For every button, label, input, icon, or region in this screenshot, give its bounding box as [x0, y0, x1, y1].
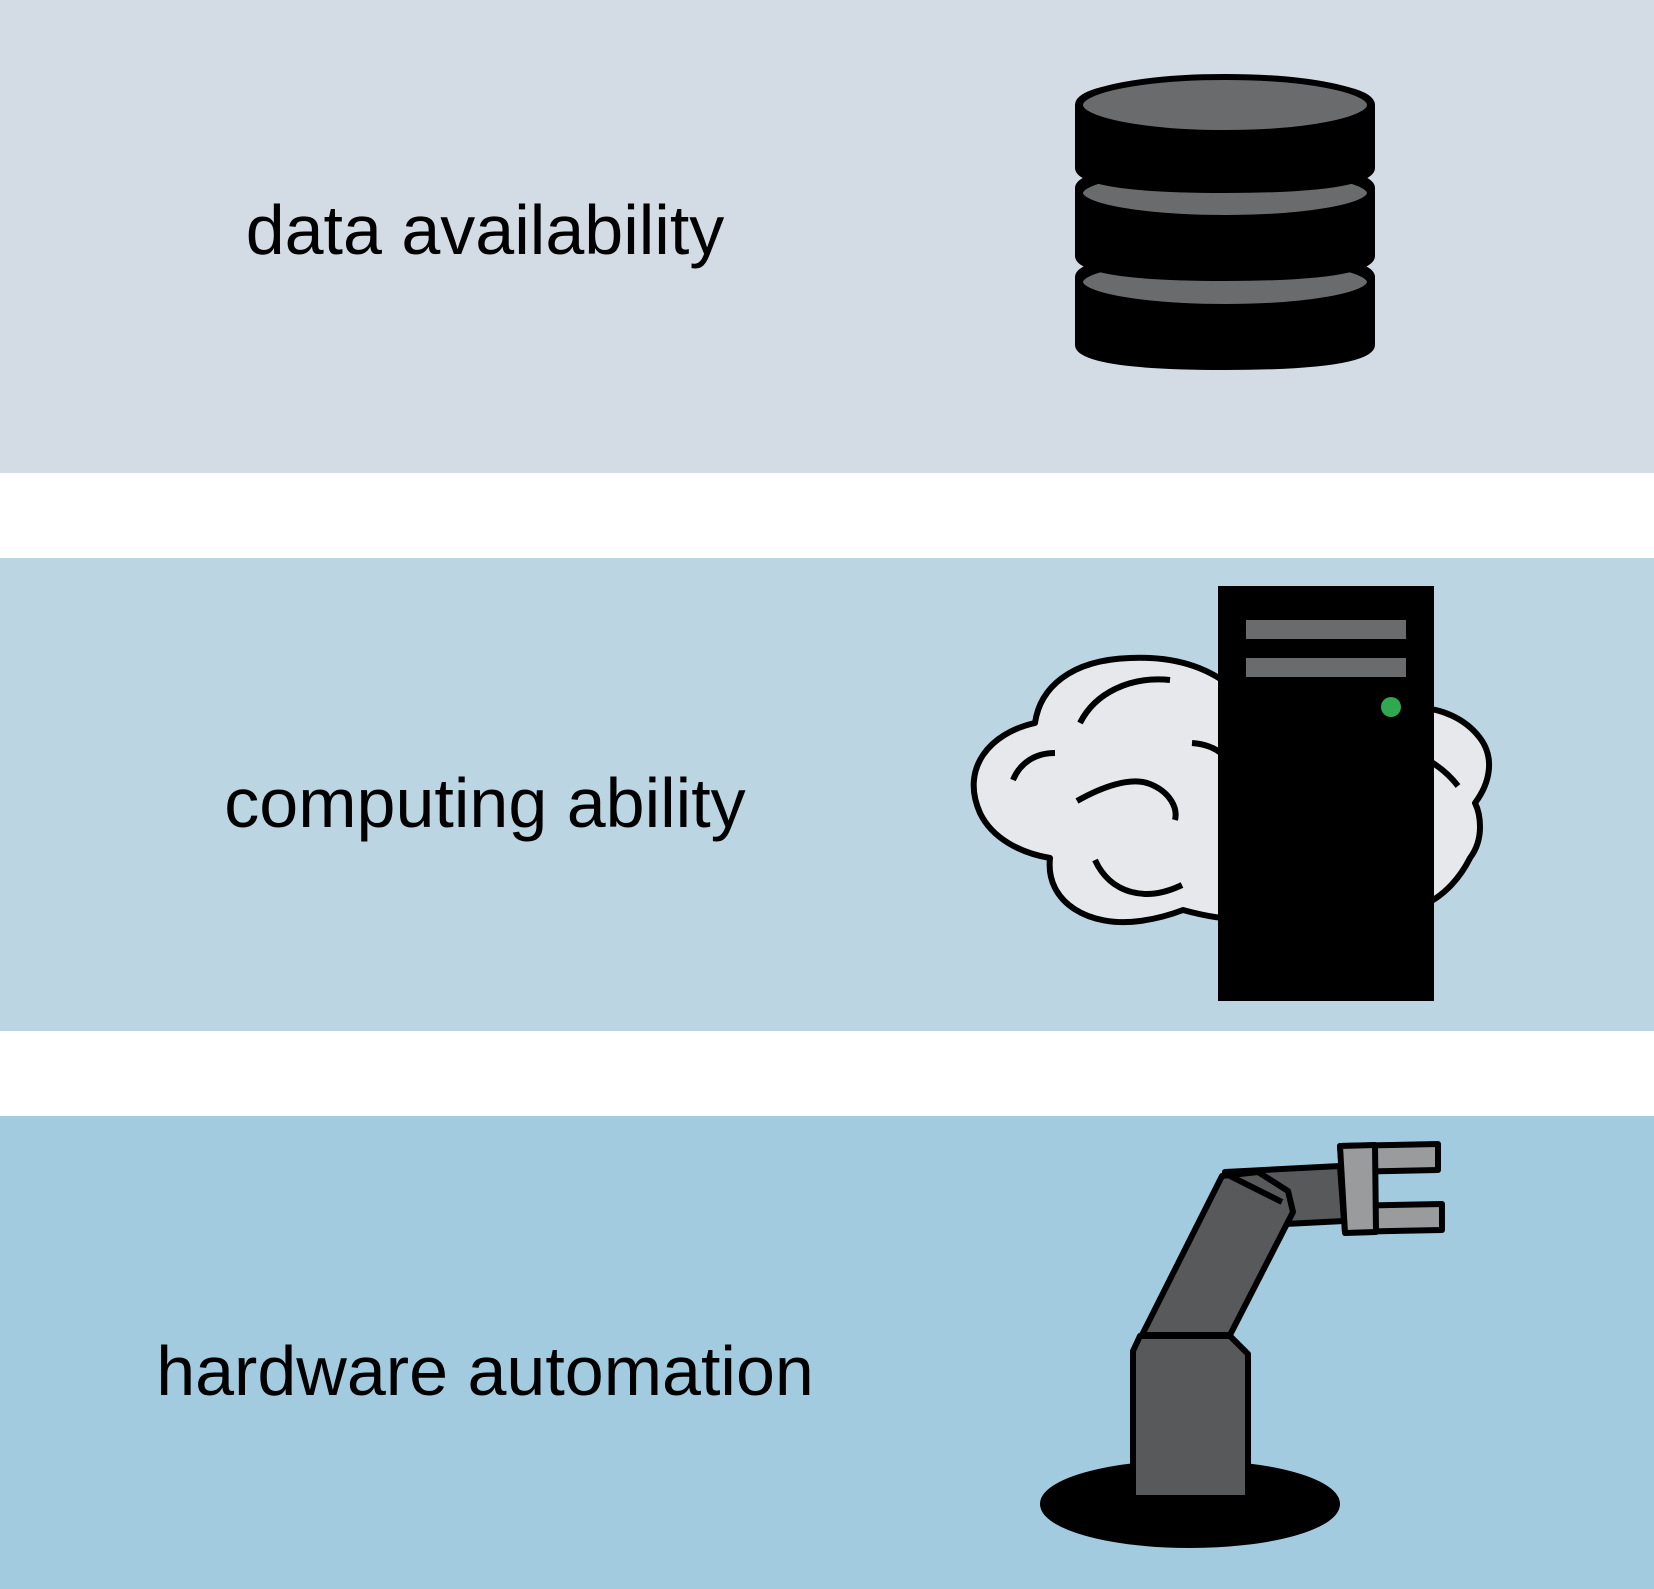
panel-label: data availability	[245, 191, 725, 269]
panel-label: computing ability	[224, 764, 746, 842]
panel-hardware-automation: hardware automation	[0, 1116, 1654, 1589]
panel-data-availability: data availability	[0, 0, 1654, 473]
database-icon	[1060, 60, 1410, 410]
robot-arm-icon	[1030, 1116, 1480, 1589]
cloud-server-icon	[970, 558, 1530, 1031]
panel-computing-ability: computing ability	[0, 558, 1654, 1031]
panel-label: hardware automation	[156, 1332, 814, 1410]
